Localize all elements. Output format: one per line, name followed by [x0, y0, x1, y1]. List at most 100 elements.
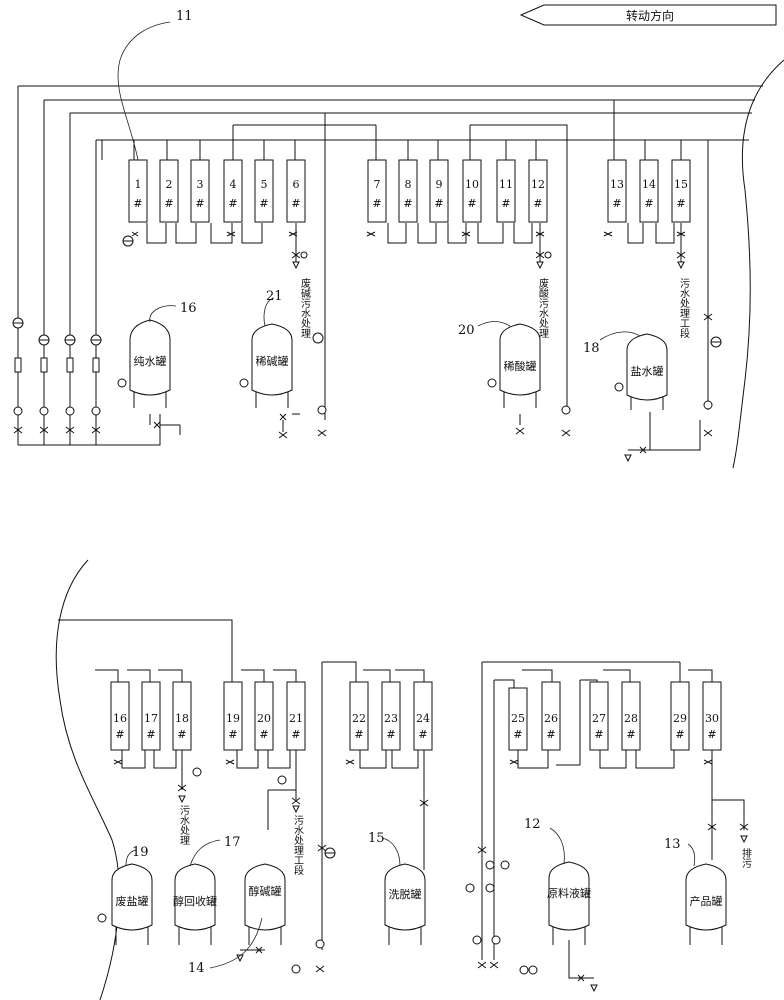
svg-text:20: 20 — [458, 323, 475, 338]
column-11: 11 # — [496, 159, 516, 223]
svg-text:#: # — [434, 197, 443, 210]
column-24: 24 # — [413, 681, 433, 751]
column-8: 8 # — [398, 159, 418, 223]
column-5: 5 # — [254, 159, 274, 223]
top-outlet-labels: 废碱污水处理 废酸污水处理 污水处理工段 — [299, 277, 690, 339]
svg-text:30: 30 — [705, 712, 719, 725]
column-26: 26 # — [541, 681, 561, 751]
column-13: 13 # — [607, 159, 627, 223]
svg-text:23: 23 — [384, 712, 398, 725]
tank-alcohol-alkali: 醇碱罐 — [236, 863, 301, 974]
callout-21-top: 21 — [263, 289, 283, 327]
svg-text:9: 9 — [436, 178, 443, 191]
column-27: 27 # — [589, 681, 609, 751]
bottom-outlet-labels: 污水处理 污水处理工段 排污 — [178, 805, 752, 876]
svg-text:15: 15 — [674, 178, 688, 191]
svg-text:1: 1 — [135, 178, 142, 191]
column-4: 4 # — [223, 159, 243, 223]
sewage-short-label: 污水处理 — [178, 805, 190, 845]
svg-text:16: 16 — [180, 301, 197, 316]
svg-text:17: 17 — [144, 712, 158, 725]
column-7: 7 # — [367, 159, 387, 223]
svg-text:18: 18 — [175, 712, 189, 725]
top-column-valves — [122, 231, 686, 270]
svg-text:8: 8 — [405, 178, 412, 191]
svg-text:#: # — [626, 728, 635, 741]
svg-text:25: 25 — [511, 712, 525, 725]
svg-text:4: 4 — [230, 178, 237, 191]
svg-text:#: # — [675, 728, 684, 741]
svg-text:醇碱罐: 醇碱罐 — [249, 884, 282, 898]
svg-text:19: 19 — [226, 712, 240, 725]
svg-text:纯水罐: 纯水罐 — [134, 355, 167, 368]
svg-text:#: # — [513, 728, 522, 741]
svg-text:#: # — [594, 728, 603, 741]
tank-pure-water: 纯水罐 — [117, 319, 181, 435]
svg-text:7: 7 — [374, 178, 381, 191]
column-6: 6 # — [286, 159, 306, 223]
column-14: 14 # — [639, 159, 659, 223]
svg-text:2: 2 — [166, 178, 173, 191]
svg-text:26: 26 — [544, 712, 558, 725]
svg-text:#: # — [133, 197, 142, 210]
top-columns: 1 # 2 # 3 # 4 # 5 # 6 # 7 # 8 # 9 # 10 # — [128, 159, 691, 223]
svg-text:27: 27 — [592, 712, 606, 725]
svg-text:#: # — [291, 728, 300, 741]
svg-text:21: 21 — [266, 289, 283, 304]
column-10: 10 # — [462, 159, 482, 223]
column-3: 3 # — [190, 159, 210, 223]
column-21: 21 # — [286, 681, 306, 751]
svg-text:#: # — [228, 197, 237, 210]
column-16: 16 # — [110, 681, 130, 751]
column-12: 12 # — [528, 159, 548, 223]
svg-text:5: 5 — [261, 178, 268, 191]
bottom-boundary-curve — [55, 559, 120, 1000]
svg-text:28: 28 — [624, 712, 638, 725]
svg-text:#: # — [386, 728, 395, 741]
svg-text:稀酸罐: 稀酸罐 — [504, 359, 537, 373]
svg-text:12: 12 — [524, 817, 541, 832]
svg-text:#: # — [612, 197, 621, 210]
rotation-label: 转动方向 — [626, 8, 674, 23]
tank-product: 产品罐 — [685, 863, 727, 945]
waste-alkali-outlet-label: 废碱污水处理 — [299, 277, 311, 338]
svg-text:#: # — [546, 728, 555, 741]
tank-raw-liquid: 原料液罐 — [519, 861, 598, 993]
svg-text:#: # — [164, 197, 173, 210]
svg-text:21: 21 — [289, 712, 303, 725]
column-30: 30 # — [702, 681, 722, 751]
column-22: 22 # — [349, 681, 369, 751]
left-riser-instruments — [12, 317, 102, 434]
svg-text:19: 19 — [132, 845, 149, 860]
callout-13: 13 — [664, 837, 696, 867]
svg-text:13: 13 — [664, 837, 681, 852]
tank-dilute-alkali-top: 稀碱罐 — [239, 323, 300, 439]
column-18: 18 # — [172, 681, 192, 751]
column-28: 28 # — [621, 681, 641, 751]
svg-text:#: # — [354, 728, 363, 741]
svg-text:13: 13 — [610, 178, 624, 191]
callout-19: 19 — [125, 845, 149, 867]
svg-text:#: # — [228, 728, 237, 741]
svg-text:14: 14 — [188, 961, 205, 976]
top-boundary-curve — [732, 59, 784, 469]
tank-desorption: 洗脱罐 — [384, 863, 426, 945]
callout-16: 16 — [149, 301, 197, 323]
column-20: 20 # — [254, 681, 274, 751]
svg-text:#: # — [676, 197, 685, 210]
waste-acid-outlet-label: 废酸污水处理 — [537, 277, 549, 338]
bottom-column-valves — [113, 759, 749, 844]
svg-text:24: 24 — [416, 712, 430, 725]
svg-text:17: 17 — [224, 835, 241, 850]
svg-text:#: # — [467, 197, 476, 210]
column-15: 15 # — [671, 159, 691, 223]
tank-brine: 盐水罐 — [614, 333, 701, 463]
svg-text:#: # — [533, 197, 542, 210]
callout-14: 14 — [188, 917, 263, 976]
svg-text:洗脱罐: 洗脱罐 — [389, 887, 422, 901]
column-25: 25 # — [508, 687, 528, 751]
svg-text:#: # — [115, 728, 124, 741]
sewage-section-top-label: 污水处理工段 — [678, 278, 690, 339]
svg-text:6: 6 — [293, 178, 300, 191]
